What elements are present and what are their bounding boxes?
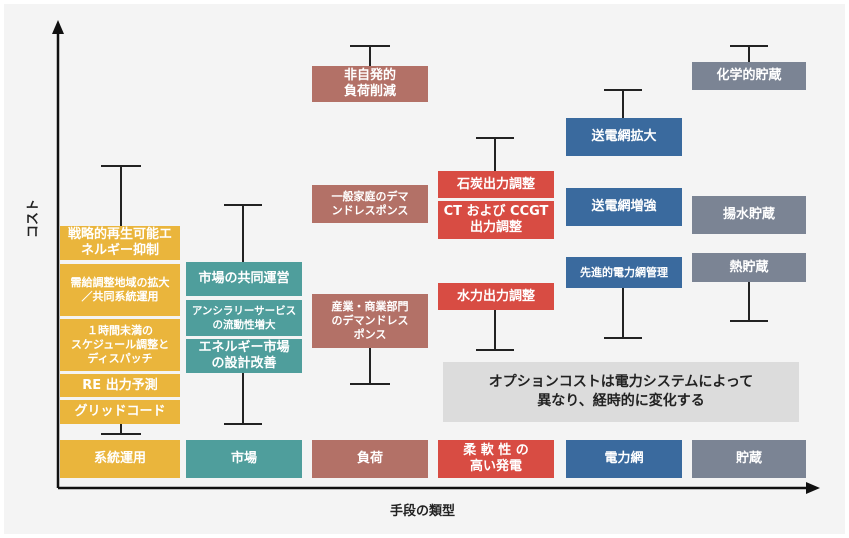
category-market: 市場 xyxy=(186,440,302,478)
cost-note: オプションコストは電力システムによって 異なり、経時的に変化する xyxy=(443,362,799,422)
option-coal-ramping: 石炭出力調整 xyxy=(438,171,554,198)
option-re-forecasting: RE 出力予測 xyxy=(60,374,180,397)
option-joint-market-operation: 市場の共同運営 xyxy=(186,262,302,296)
option-energy-market-design: エネルギー市場 の設計改善 xyxy=(186,339,302,373)
option-industrial-demand-response: 産業・商業部門 のデマンドレス ポンス xyxy=(312,294,428,348)
y-axis-arrow xyxy=(52,20,64,34)
category-grid: 電力網 xyxy=(566,440,682,478)
category-flexible-generation: 柔 軟 性 の 高い発電 xyxy=(438,440,554,478)
option-thermal-storage: 熱貯蔵 xyxy=(692,253,806,282)
option-advanced-grid-management: 先進的電力網管理 xyxy=(566,257,682,288)
range-whisker-system-operation xyxy=(101,165,141,435)
option-transmission-reinforcement: 送電網増強 xyxy=(566,188,682,226)
x-axis-arrow xyxy=(806,482,820,494)
option-grid-code: グリッドコード xyxy=(60,400,180,424)
category-system-operation: 系統運用 xyxy=(60,440,180,478)
option-involuntary-load-shedding: 非自発的 負荷削減 xyxy=(312,66,428,102)
range-whisker-market xyxy=(224,204,262,425)
range-whisker-load xyxy=(350,45,390,385)
option-transmission-expansion: 送電網拡大 xyxy=(566,118,682,156)
x-axis-label: 手段の類型 xyxy=(390,504,456,519)
category-load: 負荷 xyxy=(312,440,428,478)
y-axis-label: コスト xyxy=(26,198,41,238)
option-strategic-re-curtailment: 戦略的再生可能エ ネルギー抑制 xyxy=(60,226,180,260)
option-hydro-ramping: 水力出力調整 xyxy=(438,283,554,310)
option-balancing-area-expansion: 需給調整地域の拡大 ／共同系統運用 xyxy=(60,264,180,316)
range-whisker-grid xyxy=(604,89,642,339)
option-pumped-hydro-storage: 揚水貯蔵 xyxy=(692,196,806,234)
option-residential-demand-response: 一般家庭のデマ ンドレスポンス xyxy=(312,185,428,223)
range-whisker-storage xyxy=(730,45,768,322)
option-subhourly-scheduling: １時間未満の スケジュール調整と ディスパッチ xyxy=(60,319,180,371)
range-whisker-flexible-generation xyxy=(476,137,514,351)
category-storage: 貯蔵 xyxy=(692,440,806,478)
option-chemical-storage: 化学的貯蔵 xyxy=(692,62,806,90)
option-ct-ccgt-ramping: CT および CCGT 出力調整 xyxy=(438,201,554,239)
option-ancillary-service-liquidity: アンシラリーサービス の流動性増大 xyxy=(186,300,302,336)
